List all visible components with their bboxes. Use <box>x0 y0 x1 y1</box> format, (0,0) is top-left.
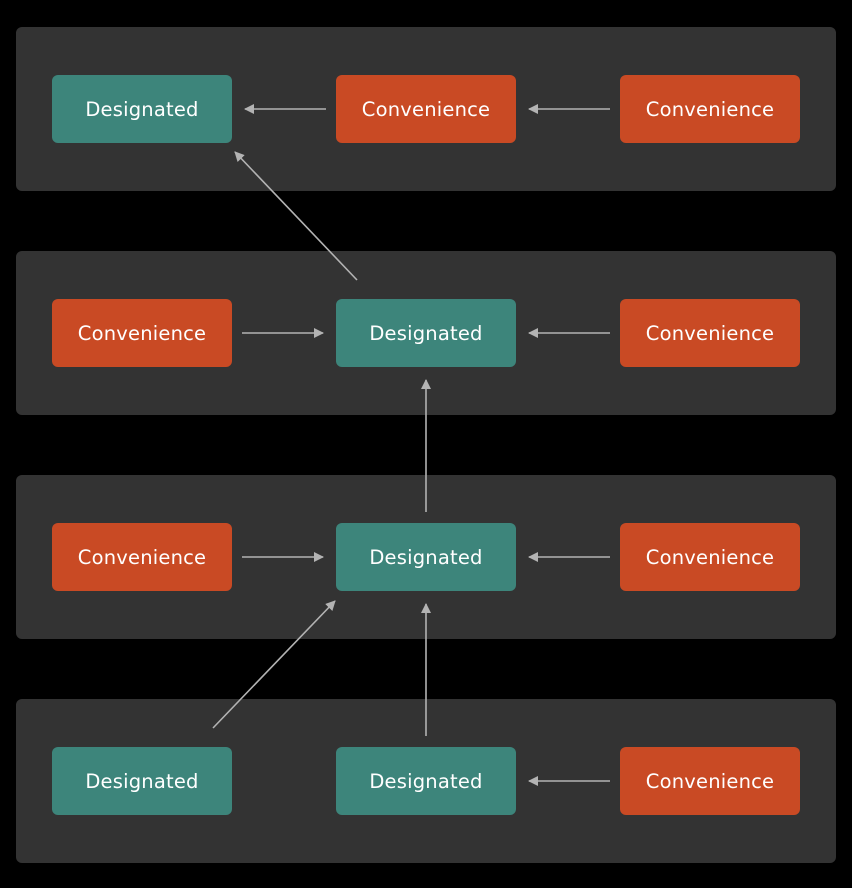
node-convenience: Convenience <box>620 75 800 143</box>
node-convenience: Convenience <box>620 523 800 591</box>
node-convenience: Convenience <box>52 523 232 591</box>
node-convenience: Convenience <box>620 299 800 367</box>
node-convenience: Convenience <box>52 299 232 367</box>
node-designated: Designated <box>52 75 232 143</box>
node-designated: Designated <box>52 747 232 815</box>
node-designated: Designated <box>336 523 516 591</box>
node-convenience: Convenience <box>336 75 516 143</box>
node-convenience: Convenience <box>620 747 800 815</box>
node-designated: Designated <box>336 299 516 367</box>
node-designated: Designated <box>336 747 516 815</box>
